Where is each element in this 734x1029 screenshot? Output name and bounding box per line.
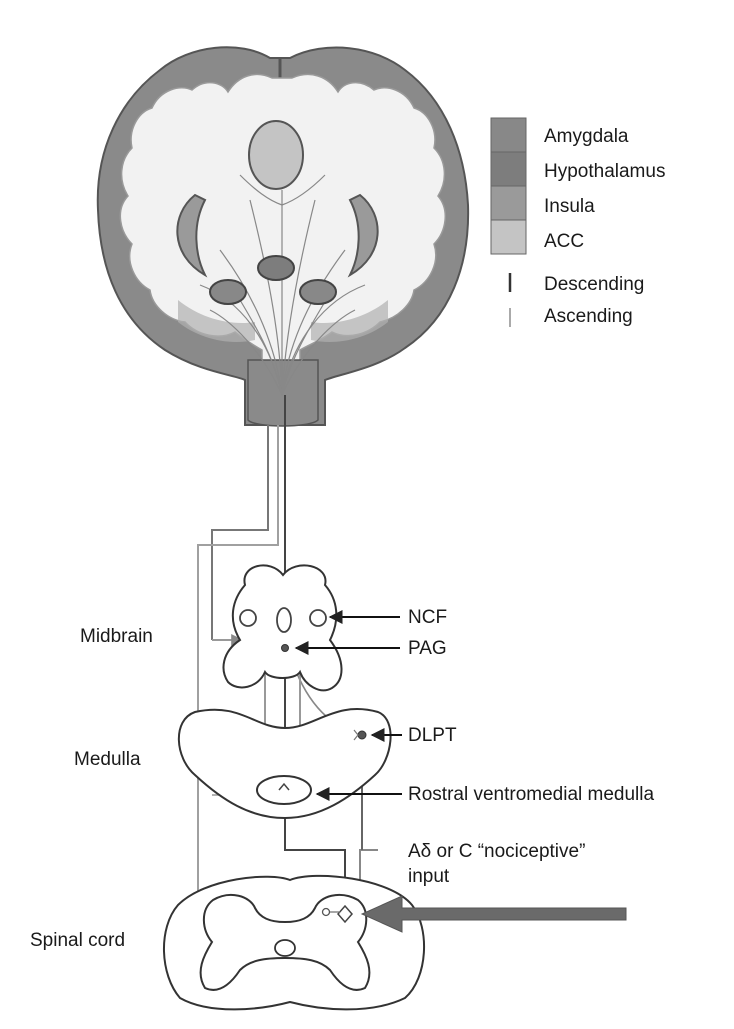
legend-swatch-acc: [490, 219, 527, 255]
inner-cortex-band-right: [311, 300, 388, 342]
legend-label-descending: Descending: [544, 274, 644, 295]
label-ncf: NCF: [408, 607, 447, 628]
legend-swatch-amygdala: [490, 117, 527, 153]
brain-coronal-section: [96, 46, 470, 427]
legend-label-amygdala: Amygdala: [544, 126, 629, 147]
amygdala-left: [209, 279, 247, 305]
rvm-region: [256, 775, 312, 805]
label-rvm: Rostral ventromedial medulla: [408, 784, 654, 805]
spinal-cord-section: [162, 874, 426, 1011]
inner-cortex-band: [178, 300, 255, 342]
legend-label-insula: Insula: [544, 196, 595, 217]
dlpt-node: [357, 730, 367, 740]
insula-left: [176, 193, 208, 278]
ncf-node-left: [239, 609, 257, 627]
dlpt-small-mark: [353, 729, 359, 741]
nociceptive-input-arrow: [360, 895, 627, 933]
label-input-line2: input: [408, 866, 450, 887]
hypothalamus-region: [257, 255, 295, 281]
ncf-node-right: [309, 609, 327, 627]
acc-region: [248, 120, 304, 190]
medulla-section: [177, 708, 392, 820]
pag-region: [276, 607, 292, 633]
label-arrows: [294, 610, 627, 933]
pag-node: [281, 644, 289, 652]
amygdala-right: [299, 279, 337, 305]
central-canal: [274, 939, 296, 957]
label-dlpt: DLPT: [408, 725, 457, 746]
insula-right: [347, 193, 379, 278]
medulla-outline: [177, 708, 392, 820]
legend: Amygdala Hypothalamus Insula ACC Descend…: [490, 117, 665, 327]
midbrain-section: [222, 564, 343, 692]
fiber-tracts: [199, 174, 366, 396]
legend-swatch-insula: [490, 185, 527, 221]
legend-label-hypothalamus: Hypothalamus: [544, 161, 665, 182]
legend-swatch-hypothalamus: [490, 151, 527, 187]
label-medulla: Medulla: [74, 749, 141, 770]
label-pag: PAG: [408, 638, 447, 659]
rvm-mark: [278, 782, 290, 791]
descending-line-left: [211, 425, 269, 640]
label-midbrain: Midbrain: [80, 626, 153, 647]
legend-label-acc: ACC: [544, 231, 584, 252]
legend-label-ascending: Ascending: [544, 306, 633, 327]
label-input-line1: Aδ or C “nociceptive”: [408, 841, 585, 862]
dorsal-horn-diamond: [337, 904, 353, 924]
label-spinal-cord: Spinal cord: [30, 930, 125, 951]
dorsal-horn-node: [321, 907, 331, 917]
